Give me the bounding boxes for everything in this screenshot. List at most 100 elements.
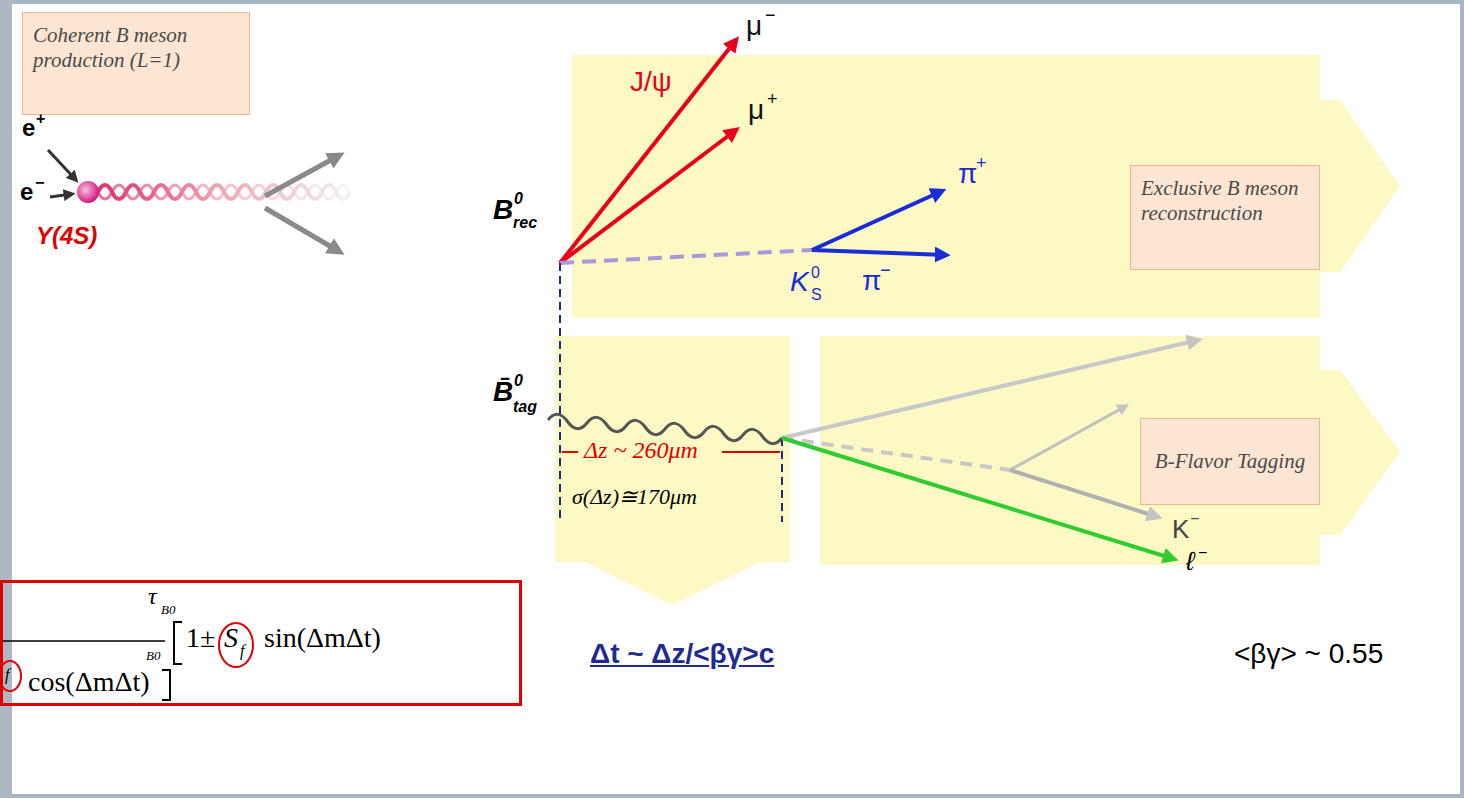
label-slot: B	[493, 196, 513, 224]
particle-label: K	[790, 268, 809, 296]
particle-label: π	[862, 267, 881, 295]
text-slot: B0	[161, 600, 175, 618]
text-slot: sin(ΔmΔt)	[264, 624, 381, 652]
label-slot: +	[36, 110, 45, 128]
lepton-track	[782, 438, 1174, 559]
collision-point	[77, 181, 99, 203]
charge-sign: +	[767, 90, 778, 108]
particle-label: μ	[746, 12, 762, 40]
formula-box: τB0 1± Sf sin(ΔmΔt) B0 f cos(ΔmΔt)	[0, 580, 522, 706]
subscript: rec	[513, 215, 537, 231]
label-slot: K	[1172, 516, 1189, 542]
label-slot: π	[958, 160, 977, 188]
particle-label: μ	[748, 96, 764, 124]
info-box: Coherent B meson production (L=1)	[22, 12, 250, 115]
distance-label: Δz ~ 260μm	[584, 438, 698, 462]
formula-term: cos(ΔmΔt)	[28, 668, 150, 696]
label-slot: rec	[513, 214, 537, 232]
formula-symbol: S	[224, 624, 238, 652]
text-slot: cos(ΔmΔt)	[28, 668, 150, 696]
meson-label: B̄	[493, 378, 513, 406]
label-slot: −	[880, 261, 891, 280]
label-slot: J/ψ	[630, 68, 672, 96]
text-slot: τ	[148, 584, 157, 608]
tag-track	[1010, 406, 1126, 470]
superscript: 0	[514, 373, 523, 389]
beam-arrow	[48, 150, 76, 180]
charge-sign: −	[880, 261, 891, 279]
charge-sign: −	[765, 6, 776, 24]
label-slot: −	[765, 6, 776, 25]
charge-sign: +	[976, 154, 987, 172]
particle-label: π	[958, 160, 977, 188]
label-slot: −	[1198, 544, 1207, 562]
distance-bar	[722, 451, 780, 453]
pion-track	[812, 191, 942, 250]
beam-arrow	[50, 194, 72, 197]
resonance-wave	[98, 185, 350, 199]
meson-label: B	[493, 196, 513, 224]
muon-track	[560, 130, 736, 263]
fraction-bar	[0, 640, 165, 642]
label-slot: σ(Δz)≅170μm	[572, 486, 697, 508]
formula-bracket	[174, 622, 182, 664]
vertex-marker	[559, 263, 561, 522]
formula-subscript: f	[5, 667, 9, 683]
highlight-circle	[0, 661, 21, 691]
pion-track	[812, 250, 946, 255]
vertex-region	[555, 336, 790, 605]
reconstruction-region	[572, 55, 1400, 318]
label-slot: μ	[748, 96, 764, 124]
label-slot: −	[1190, 510, 1199, 528]
tagging-region	[820, 336, 1400, 565]
formula-term: 1±	[186, 624, 215, 652]
label-slot: e	[20, 180, 33, 204]
label-slot: Υ(4S)	[36, 224, 97, 248]
label-slot: π	[862, 267, 881, 295]
formula-subscript: B0	[161, 603, 175, 616]
text-slot: B0	[146, 646, 160, 664]
formula-subscript: f	[240, 643, 244, 659]
label-slot: e	[22, 116, 35, 140]
particle-label: J/ψ	[630, 68, 672, 96]
label-slot: +	[767, 90, 778, 109]
formula-label: Δt ~ Δz/<βγ>c	[590, 640, 774, 668]
box-text: B-Flavor Tagging	[1155, 449, 1305, 474]
resonance-label: Υ(4S)	[36, 224, 97, 248]
resonance-wave	[98, 185, 350, 199]
particle-label: ℓ	[1186, 548, 1194, 574]
label-slot: ℓ	[1186, 548, 1194, 574]
label-slot: S	[811, 286, 822, 304]
b-meson-arrow	[265, 155, 340, 196]
beam-label: e	[22, 116, 35, 140]
kaon-track	[1010, 470, 1158, 517]
subscript: tag	[513, 399, 537, 415]
formula-bracket	[162, 670, 170, 700]
info-box: Exclusive B meson reconstruction	[1130, 165, 1320, 270]
text-slot: S	[224, 624, 238, 652]
distance-bar	[562, 451, 578, 453]
label-slot: Δt ~ Δz/<βγ>c	[590, 640, 774, 668]
label-slot: μ	[746, 12, 762, 40]
tag-track	[782, 340, 1198, 438]
formula-subscript: B0	[146, 649, 160, 662]
label-slot: 0	[514, 372, 523, 390]
subscript: S	[811, 287, 822, 303]
kaon-flight	[560, 250, 812, 263]
tag-flight	[782, 438, 1010, 470]
label-slot: tag	[513, 398, 537, 416]
highlight-circle	[219, 623, 253, 667]
b-meson-arrow	[265, 208, 340, 252]
charge-sign: −	[35, 175, 44, 191]
label-slot: B̄	[493, 378, 513, 406]
label-slot: −	[35, 174, 44, 192]
text-slot: f	[240, 642, 244, 660]
text-slot: f	[5, 666, 9, 684]
label-slot: Δz ~ 260μm	[584, 438, 698, 462]
box-text: Exclusive B meson reconstruction	[1141, 176, 1309, 226]
charge-sign: +	[36, 111, 45, 127]
